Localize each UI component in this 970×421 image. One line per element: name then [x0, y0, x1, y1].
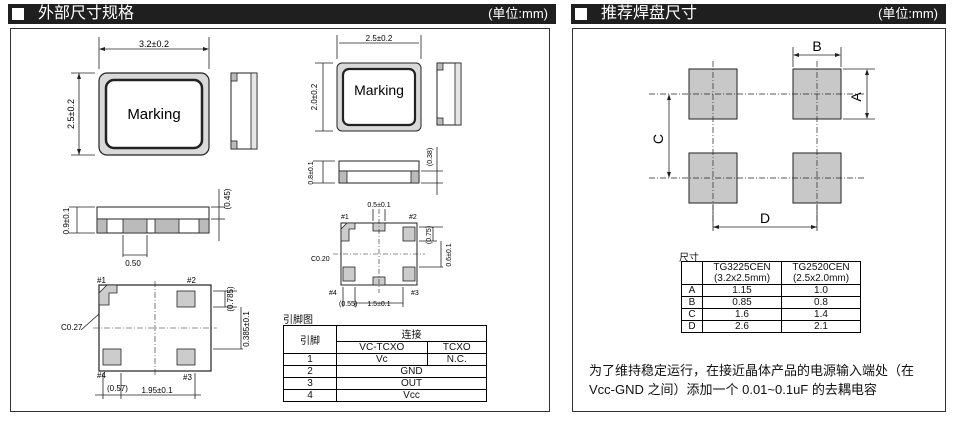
left-section-title: 外部尺寸规格	[38, 5, 135, 22]
land-pattern-panel: B A C D 尺寸 TG3225CEN(3.2x2.5mm) TG2520CE…	[572, 28, 946, 412]
bottom-view-large	[80, 281, 243, 399]
side-top-label: (0.45)	[223, 188, 232, 209]
bottom-view-small	[333, 209, 443, 307]
dim-d-label: D	[760, 210, 770, 226]
small-chamfer-label: C0.20	[311, 256, 330, 263]
right-section-title: 推荐焊盘尺寸	[601, 5, 698, 22]
small-height-label: 2.0±0.2	[310, 83, 319, 110]
small-pin4-label: #4	[329, 290, 337, 297]
model2-size: (2.5x2.0mm)	[792, 273, 850, 284]
bottom-chamfer-label: C0.27	[61, 323, 83, 332]
small-bottom-left-dim: (0.55)	[339, 301, 357, 308]
side-view-small	[313, 147, 443, 195]
small-pad-width: 0.5±0.1	[367, 202, 390, 209]
top-view-small	[315, 35, 462, 132]
small-pin3-label: #3	[411, 290, 419, 297]
note-line-1: 为了维持稳定运行，在接近晶体产品的电源输入端处（在	[589, 363, 915, 378]
side-bottom-label: 0.50	[125, 259, 141, 268]
bottom-left-dim: (0.57)	[107, 384, 128, 393]
small-bottom-width-dim: 1.5±0.1	[367, 301, 390, 308]
small-right-dim: (0.75)	[426, 226, 433, 244]
section-bullet-icon	[12, 8, 24, 20]
connection-header: 连接	[336, 325, 487, 342]
pin-diagram-title: 引脚图	[283, 315, 313, 326]
table-row: D 2.6 2.1	[681, 320, 861, 333]
table-row: 4 Vcc	[283, 389, 487, 402]
model1-size: (3.2x2.5mm)	[713, 273, 771, 284]
land-pattern-drawing: B A C D	[649, 38, 875, 231]
pin1-label: #1	[97, 276, 106, 285]
vc-tcxo-header: VC-TCXO	[336, 341, 428, 354]
bottom-right-dim: (0.785)	[226, 286, 235, 312]
table-row: A 1.15 1.0	[681, 284, 861, 297]
table-row: 3 OUT	[283, 377, 487, 390]
left-unit-label: (单位:mm)	[488, 6, 548, 21]
decoupling-note: 为了维持稳定运行，在接近晶体产品的电源输入端处（在 Vcc-GND 之间）添加一…	[589, 361, 939, 399]
table-row: C 1.6 1.4	[681, 308, 861, 321]
right-section-header: 推荐焊盘尺寸 (单位:mm)	[571, 4, 946, 24]
pin2-label: #2	[187, 276, 196, 285]
small-side-height: 0.8±0.1	[308, 161, 315, 184]
section-bullet-icon	[575, 8, 587, 20]
dim-a-label: A	[848, 92, 864, 102]
pin3-label: #3	[183, 373, 192, 382]
side-view-right	[230, 72, 258, 150]
table-row: 2 GND	[283, 365, 487, 378]
side-height-label: 0.9±0.1	[62, 207, 71, 234]
dimension-table: TG3225CEN(3.2x2.5mm) TG2520CEN(2.5x2.0mm…	[681, 261, 861, 333]
small-width-label: 2.5±0.2	[366, 34, 393, 43]
right-unit-label: (单位:mm)	[878, 6, 938, 21]
top-view-large	[71, 37, 210, 156]
small-right-dim2: 0.6±0.1	[446, 243, 453, 266]
dim-b-label: B	[812, 38, 821, 54]
bottom-width-dim: 1.95±0.1	[141, 386, 173, 395]
pin4-label: #4	[97, 371, 106, 380]
table-row: B 0.85 0.8	[681, 296, 861, 309]
model1-header: TG3225CEN	[713, 262, 771, 273]
tcxo-header: TCXO	[426, 341, 488, 354]
small-pin2-label: #2	[409, 214, 417, 221]
marking-label: Marking	[127, 106, 180, 123]
pin-table: 引脚 连接 VC-TCXO TCXO 1 Vc N.C. 2 GND 3 OUT…	[283, 325, 488, 402]
side-view-front	[69, 189, 225, 257]
table-row: 1 Vc N.C.	[283, 353, 488, 366]
bottom-right-dim2: 0.385±0.1	[242, 311, 251, 347]
main-width-label: 3.2±0.2	[139, 39, 169, 49]
external-dimensions-drawing: 3.2±0.2 2.5±0.2 Marking	[61, 34, 462, 399]
note-line-2: Vcc-GND 之间）添加一个 0.01~0.1uF 的去耦电容	[589, 382, 877, 397]
small-marking-label: Marking	[354, 82, 404, 98]
pin-header: 引脚	[283, 325, 337, 354]
main-height-label: 2.5±0.2	[66, 99, 76, 129]
small-side-top: (0.38)	[427, 148, 434, 166]
model2-header: TG2520CEN	[792, 262, 850, 273]
small-pin1-label: #1	[341, 214, 349, 221]
external-dimensions-panel: 3.2±0.2 2.5±0.2 Marking	[10, 28, 550, 412]
dimension-table-title: 尺寸	[679, 253, 699, 264]
dim-c-label: C	[650, 134, 666, 144]
left-section-header: 外部尺寸规格 (单位:mm)	[8, 4, 556, 24]
